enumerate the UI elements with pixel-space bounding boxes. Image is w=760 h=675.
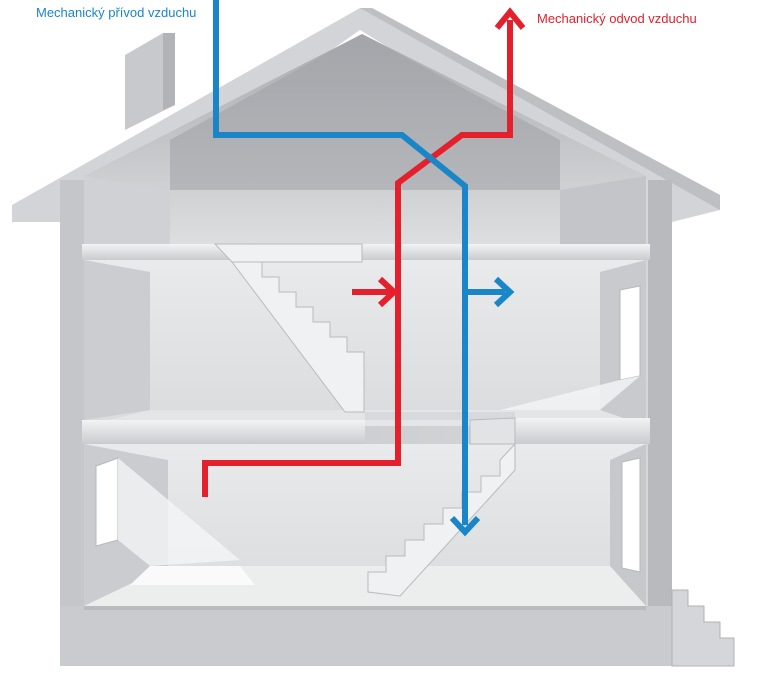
staircase-lower (367, 417, 516, 597)
supply-air-duct (213, 0, 515, 537)
chimney (125, 33, 175, 130)
foundation (60, 606, 672, 666)
window-first-floor (500, 285, 641, 410)
supply-duct-line (213, 0, 468, 525)
exhaust-air-label: Mechanický odvod vzduchu (537, 11, 697, 26)
window-ground-left (95, 457, 240, 566)
exhaust-air-duct (202, 7, 526, 497)
window-ground-right (621, 457, 641, 573)
supply-air-label: Mechanický přívod vzduchu (36, 5, 197, 20)
staircase-upper (213, 243, 365, 413)
exhaust-outlet-arrow-icon (494, 7, 526, 30)
outdoor-steps (671, 589, 735, 667)
supply-down-arrow-icon (449, 515, 481, 537)
exhaust-intake-arrow-icon (377, 276, 399, 308)
attic-room (84, 34, 646, 244)
exhaust-duct-line (202, 20, 513, 497)
supply-outlet-arrow-icon (493, 276, 515, 308)
attic-floor-slab (82, 244, 650, 260)
middle-floor-slab (82, 412, 650, 444)
